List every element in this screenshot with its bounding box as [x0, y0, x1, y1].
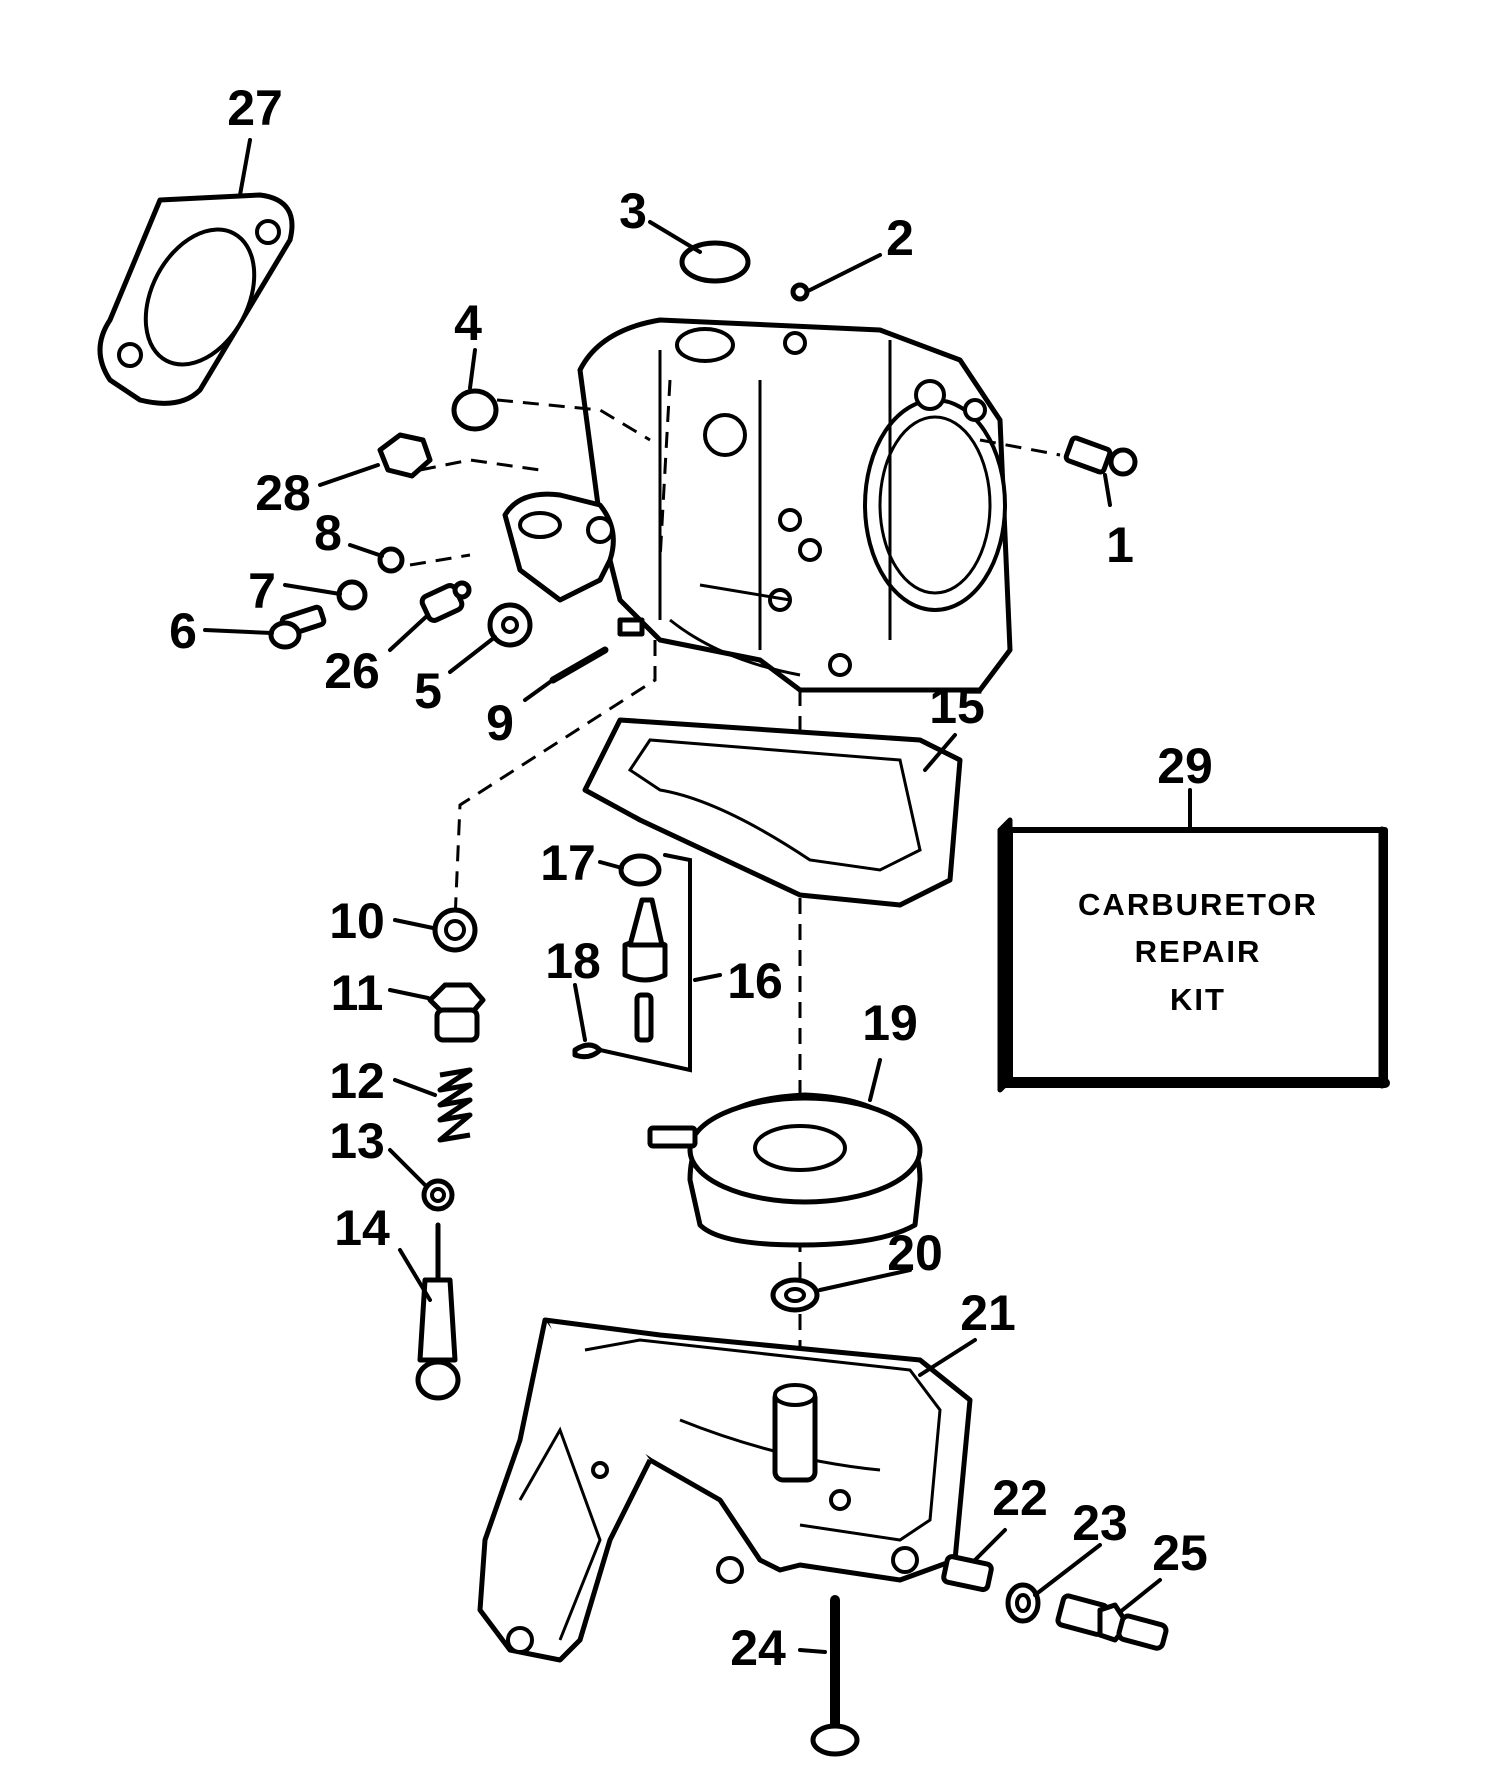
callout-numbers: 27 3 2 4 1 28 8 7 6 26 5 9 15 29 17 10 1…	[169, 80, 1213, 1676]
callout-12: 12	[329, 1053, 385, 1109]
part-18-clip	[572, 1042, 603, 1060]
callout-8: 8	[314, 505, 342, 561]
part-10-washer	[432, 907, 478, 953]
part-11-jet-holder	[427, 982, 486, 1043]
part-7-washer	[336, 579, 368, 611]
callout-7: 7	[248, 563, 276, 619]
part-23-washer	[1005, 1582, 1041, 1624]
part-29-repair-kit-box: CARBURETOR REPAIR KIT	[997, 817, 1390, 1093]
part-6-screw	[268, 604, 327, 650]
part-15-gasket	[582, 717, 963, 908]
part-14-mixture-needle	[415, 1222, 461, 1401]
callout-27: 27	[227, 80, 283, 136]
callout-29: 29	[1157, 738, 1213, 794]
part-24-screw	[810, 1595, 860, 1757]
callout-6: 6	[169, 603, 197, 659]
callout-19: 19	[862, 995, 918, 1051]
callout-14: 14	[334, 1200, 390, 1256]
part-2-ball	[790, 282, 810, 302]
part-21-float-bowl	[477, 1317, 973, 1663]
callout-16: 16	[727, 953, 783, 1009]
part-carburetor-body	[577, 317, 1013, 693]
part-1-idle-screw	[1063, 435, 1138, 477]
kit-label-line2: REPAIR	[1135, 934, 1262, 969]
callout-1: 1	[1106, 517, 1134, 573]
part-19-float	[647, 1092, 923, 1248]
part-throttle-lever	[502, 491, 645, 637]
part-12-spring	[437, 1067, 473, 1143]
callout-22: 22	[992, 1470, 1048, 1526]
callout-28: 28	[255, 465, 311, 521]
callout-2: 2	[886, 210, 914, 266]
callout-20: 20	[887, 1225, 943, 1281]
part-16-needle-valve	[622, 897, 668, 1043]
callout-3: 3	[619, 183, 647, 239]
kit-label-line1: CARBURETOR	[1078, 887, 1318, 922]
part-13-washer	[421, 1178, 455, 1212]
part-22-plug	[941, 1554, 994, 1593]
part-20-washer	[770, 1277, 820, 1313]
callout-21: 21	[960, 1285, 1016, 1341]
part-17-washer	[618, 853, 662, 887]
part-5-bushing	[487, 602, 533, 648]
part-26-link	[419, 580, 472, 623]
part-4-plug	[451, 388, 499, 432]
callout-17: 17	[540, 835, 596, 891]
kit-label-line3: KIT	[1170, 982, 1226, 1017]
callout-23: 23	[1072, 1495, 1128, 1551]
callout-13: 13	[329, 1113, 385, 1169]
callout-11: 11	[331, 965, 384, 1021]
callout-25: 25	[1152, 1525, 1208, 1581]
callout-26: 26	[324, 643, 380, 699]
part-16-bracket	[598, 853, 692, 1073]
part-28-nut	[377, 432, 433, 479]
part-25-fitting	[1055, 1593, 1169, 1651]
callout-4: 4	[454, 295, 482, 351]
part-27-flange-gasket	[97, 192, 295, 406]
part-8-clip	[377, 546, 405, 574]
callout-5: 5	[414, 663, 442, 719]
callout-15: 15	[929, 678, 985, 734]
leader-lines	[203, 138, 1192, 1654]
callout-10: 10	[329, 893, 385, 949]
callout-18: 18	[545, 933, 601, 989]
part-9-pin	[549, 646, 609, 684]
callout-24: 24	[730, 1620, 786, 1676]
callout-9: 9	[486, 695, 514, 751]
